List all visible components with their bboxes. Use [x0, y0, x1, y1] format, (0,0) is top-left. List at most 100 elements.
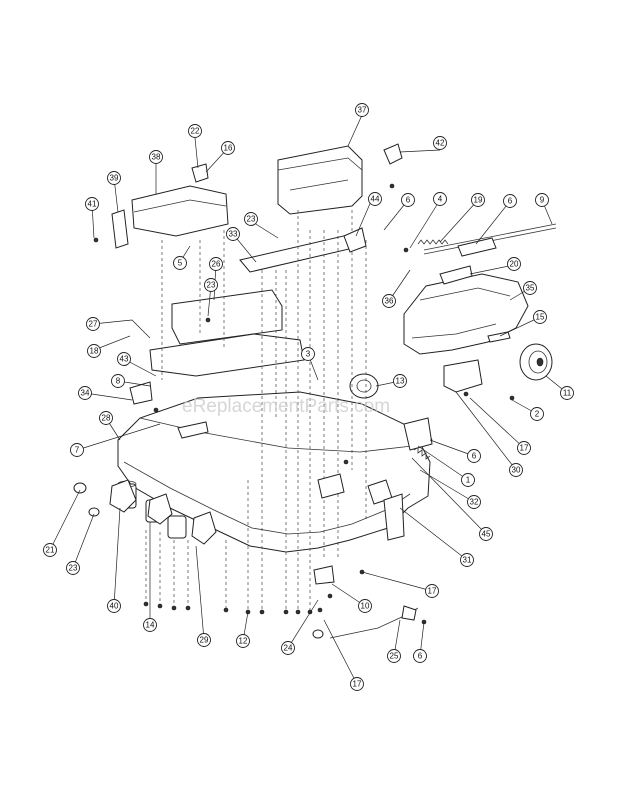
callout-label: 25	[390, 652, 399, 661]
callout-label: 6	[418, 652, 423, 661]
callout-label: 35	[526, 284, 535, 293]
callout: 36	[382, 294, 396, 308]
callout-label: 44	[371, 195, 380, 204]
callout: 39	[107, 171, 121, 185]
callout-label: 6	[508, 197, 513, 206]
callout-label: 18	[90, 347, 99, 356]
callout-label: 22	[191, 127, 200, 136]
callout: 23	[204, 278, 218, 292]
callout-label: 5	[178, 259, 183, 268]
callout-label: 19	[474, 196, 483, 205]
callout-label: 17	[353, 680, 362, 689]
callout: 6	[401, 193, 415, 207]
control-rod	[423, 223, 557, 251]
watermark: eReplacementParts.com	[182, 396, 390, 417]
callout: 26	[209, 257, 223, 271]
callouts: 37 22 16 38 42 39 41 44 6 4 19 6 9 23 33…	[43, 103, 574, 691]
callout-label: 29	[200, 636, 209, 645]
callout: 6	[503, 194, 517, 208]
callout-label: 10	[361, 602, 370, 611]
callout: 14	[143, 618, 157, 632]
callout-label: 23	[207, 281, 216, 290]
callout: 15	[533, 310, 547, 324]
upper-housing-box	[277, 145, 363, 215]
callout: 4	[433, 192, 447, 206]
callout: 34	[78, 386, 92, 400]
callout-label: 17	[520, 444, 529, 453]
callout: 23	[244, 212, 258, 226]
callout: 9	[535, 193, 549, 207]
callout-label: 23	[69, 564, 78, 573]
callout: 33	[226, 227, 240, 241]
mounting-plate-lower	[149, 333, 305, 377]
spindle-left	[109, 479, 217, 545]
callout-label: 37	[358, 106, 367, 115]
callout-label: 45	[482, 530, 491, 539]
callout-label: 38	[152, 153, 161, 162]
belt-guard	[403, 273, 529, 355]
callout-label: 11	[563, 389, 572, 398]
callout-label: 9	[540, 196, 545, 205]
callout-label: 36	[385, 297, 394, 306]
mounting-bracket-upper	[239, 233, 363, 273]
callout: 2	[530, 407, 544, 421]
callout: 27	[86, 317, 100, 331]
callout: 28	[99, 411, 113, 425]
callout-label: 34	[81, 389, 90, 398]
callout: 11	[560, 386, 574, 400]
callout-label: 3	[306, 350, 311, 359]
callout-label: 33	[229, 230, 238, 239]
callout-label: 39	[110, 174, 119, 183]
callout: 45	[479, 527, 493, 541]
callout: 24	[281, 641, 295, 655]
callout-label: 20	[510, 260, 519, 269]
callout: 42	[433, 136, 447, 150]
callout-label: 26	[212, 260, 221, 269]
callout: 44	[368, 192, 382, 206]
callout: 35	[523, 281, 537, 295]
callout: 41	[85, 197, 99, 211]
callout-label: 16	[224, 144, 233, 153]
callout: 29	[197, 633, 211, 647]
callout: 43	[117, 352, 131, 366]
callout: 37	[355, 103, 369, 117]
callout: 20	[507, 257, 521, 271]
idler-pulley	[349, 373, 379, 399]
callout: 8	[111, 374, 125, 388]
callout: 19	[471, 193, 485, 207]
callout: 3	[301, 347, 315, 361]
callout: 7	[70, 443, 84, 457]
callout: 21	[43, 543, 57, 557]
callout: 23	[66, 561, 80, 575]
callout-label: 27	[89, 320, 98, 329]
callout: 10	[358, 599, 372, 613]
callout: 22	[188, 124, 202, 138]
callout: 17	[350, 677, 364, 691]
mounting-bracket-26	[171, 289, 283, 345]
callout: 17	[425, 584, 439, 598]
drawing	[73, 143, 557, 639]
callout-label: 32	[470, 498, 479, 507]
callout: 1	[461, 473, 475, 487]
callout: 16	[221, 141, 235, 155]
callout-label: 14	[146, 621, 155, 630]
callout: 6	[467, 449, 481, 463]
callout-label: 17	[428, 587, 437, 596]
callout: 25	[387, 649, 401, 663]
callout-label: 31	[463, 556, 472, 565]
callout-label: 24	[284, 644, 293, 653]
callout: 13	[393, 374, 407, 388]
callout-label: 8	[116, 377, 121, 386]
callout-label: 43	[120, 355, 129, 364]
callout-label: 40	[110, 602, 119, 611]
callout: 30	[509, 463, 523, 477]
callout-label: 7	[75, 446, 80, 455]
callout-label: 30	[512, 466, 521, 475]
callout: 32	[467, 495, 481, 509]
callout-label: 13	[396, 377, 405, 386]
callout-label: 15	[536, 313, 545, 322]
callout: 6	[413, 649, 427, 663]
callout-label: 4	[438, 195, 443, 204]
cover-plate	[131, 185, 229, 237]
